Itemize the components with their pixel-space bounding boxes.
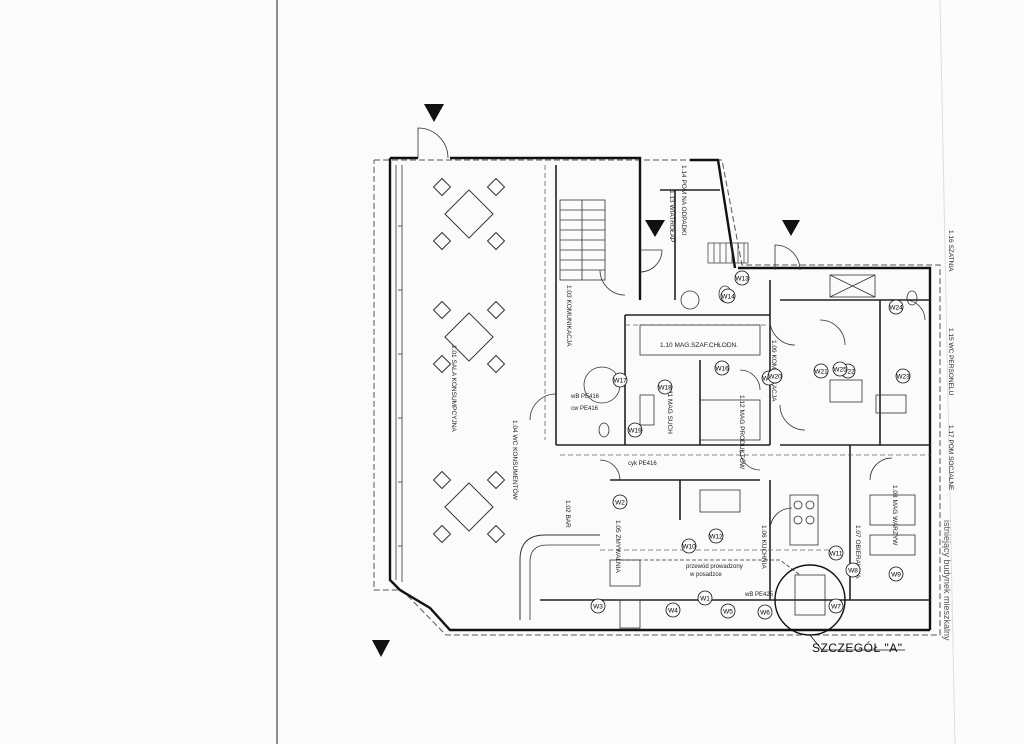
detail-a-column bbox=[794, 574, 826, 616]
staircase bbox=[559, 199, 606, 281]
room-label: 1.13 WIATROŁAP bbox=[668, 190, 675, 242]
wall-tag: W2 bbox=[612, 494, 628, 510]
bar-counter-inner bbox=[529, 544, 600, 620]
wall-tag: W25 bbox=[832, 361, 848, 377]
room-label: 1.14 POM NA ODPADKI bbox=[680, 165, 687, 236]
wall-tag: W23 bbox=[895, 368, 911, 384]
room-labels: 1.01 SALA KONSUMPCYJNA 1.02 BAR 1.03 KOM… bbox=[450, 165, 954, 579]
wall-tag-label: W19 bbox=[628, 428, 642, 435]
wall-tag: W4 bbox=[665, 602, 681, 618]
wall-tag: W11 bbox=[828, 545, 844, 561]
wall-tag-label: W25 bbox=[833, 367, 847, 374]
room-label: 1.03 KOMUNIKACJA bbox=[565, 285, 572, 347]
detail-leader bbox=[809, 634, 905, 651]
wall-tag: W18 bbox=[657, 379, 673, 395]
wall-tag: W7 bbox=[828, 598, 844, 614]
wall-tag-label: W24 bbox=[889, 305, 903, 312]
interior-walls bbox=[540, 165, 930, 601]
wall-tag: W1 bbox=[697, 590, 713, 606]
room-label: 1.08 MAG WARZYW bbox=[891, 485, 898, 546]
room-label: 1.17 POM SOCJALNE bbox=[947, 425, 954, 491]
wall-tag-label: W7 bbox=[831, 604, 841, 611]
table-set-1 bbox=[432, 177, 506, 251]
wall-tag-label: W8 bbox=[848, 568, 858, 575]
wall-tag: W21 bbox=[813, 363, 829, 379]
wall-tag: W12 bbox=[708, 528, 724, 544]
wall-tag-label: W18 bbox=[658, 385, 672, 392]
room-label: 1.01 SALA KONSUMPCYJNA bbox=[450, 345, 457, 432]
room-label: 1.12 MAG PRODUKTÓW bbox=[738, 395, 747, 470]
wb-note: wB PE425 bbox=[744, 592, 774, 598]
wall-tag-label: W13 bbox=[735, 276, 749, 283]
wall-tag-label: W2 bbox=[615, 500, 625, 507]
wall-tag: W13 bbox=[734, 270, 750, 286]
wall-tag-label: W4 bbox=[668, 608, 678, 615]
wall-tag-label: W17 bbox=[613, 378, 627, 385]
entrance-marker-top-right bbox=[782, 220, 800, 236]
wall-tag: W14 bbox=[720, 288, 736, 304]
room-label: 1.04 WC KONSUMENTÓW bbox=[511, 420, 520, 501]
floor-drain-line bbox=[620, 559, 801, 576]
table-set-2 bbox=[432, 300, 506, 374]
wall-tag: W24 bbox=[888, 299, 904, 315]
outer-dashed-boundary bbox=[373, 159, 941, 636]
wall-tag: W19 bbox=[627, 422, 643, 438]
wall-tag: W20 bbox=[767, 368, 783, 384]
side-note-existing-building: istniejący budynek mieszkalny bbox=[942, 520, 952, 641]
wall-tag-label: W22 bbox=[841, 369, 855, 376]
door-swings bbox=[417, 127, 926, 531]
entrance-marker-top-mid bbox=[645, 220, 665, 237]
exterior-walls bbox=[388, 156, 932, 632]
wall-tag: W6 bbox=[757, 604, 773, 620]
room-label: 1.10 MAG.SZAF.CHŁODN. bbox=[660, 342, 738, 349]
entry-steps bbox=[707, 242, 749, 264]
room-label: 1.11 MAG SUCH bbox=[666, 385, 673, 434]
wall-tag: W3 bbox=[590, 598, 606, 614]
wall-tag-label: W20 bbox=[768, 374, 782, 381]
wall-tag: W9 bbox=[888, 566, 904, 582]
wall-tags: W1W2W3W4W5W6W7W8W9W10W11W12W13W14W15W16W… bbox=[590, 270, 911, 620]
room-label: 1.05 ZMYWALNIA bbox=[614, 520, 621, 574]
wall-tag-label: W16 bbox=[715, 366, 729, 373]
bar-counter bbox=[519, 534, 600, 620]
room-label: 1.06 KUCHNIA bbox=[760, 525, 767, 569]
room-label: 1.07 OBIERALNIA bbox=[854, 525, 861, 579]
wall-tag-label: W5 bbox=[723, 609, 733, 616]
wc-fixtures bbox=[583, 285, 918, 438]
wb-note: cyk PE416 bbox=[628, 461, 657, 467]
wall-tag: W8 bbox=[845, 562, 861, 578]
wall-tag-label: W14 bbox=[721, 294, 735, 301]
notes: przewód prowadzony w posadzce wB PE416 c… bbox=[570, 394, 774, 598]
wall-tag-label: W12 bbox=[709, 534, 723, 541]
wall-tag: W16 bbox=[714, 360, 730, 376]
kitchen-equipment bbox=[609, 274, 916, 629]
wall-tag-label: W6 bbox=[760, 610, 770, 617]
wall-tag: W17 bbox=[612, 372, 628, 388]
wall-tag-label: W9 bbox=[891, 572, 901, 579]
entrance-marker-bottom-left bbox=[372, 640, 390, 657]
wall-tag-label: W1 bbox=[700, 596, 710, 603]
wall-tag: W10 bbox=[681, 538, 697, 554]
wall-tag-label: W3 bbox=[593, 604, 603, 611]
wall-tag: W5 bbox=[720, 603, 736, 619]
wb-note: cw PE416 bbox=[571, 406, 599, 412]
paper-edge-line bbox=[939, 0, 956, 744]
west-glazing bbox=[395, 165, 403, 582]
pipe-note: przewód prowadzony bbox=[686, 564, 743, 570]
dashed-inner-lines bbox=[544, 165, 930, 551]
room-label: 1.15 WC PERSONELU bbox=[947, 328, 954, 395]
pipe-note: w posadzce bbox=[689, 572, 722, 578]
table-set-3 bbox=[432, 470, 506, 544]
wall-tag-label: W11 bbox=[830, 551, 843, 558]
room-label: 1.02 BAR bbox=[564, 500, 571, 528]
entrance-marker-top-left bbox=[424, 104, 444, 122]
wall-tag-label: W10 bbox=[682, 544, 696, 551]
wall-tag-label: W23 bbox=[896, 374, 910, 381]
wb-note: wB PE416 bbox=[570, 394, 600, 400]
wall-tag-label: W21 bbox=[814, 369, 828, 376]
detail-a-label: SZCZEGÓŁ "A" bbox=[812, 641, 903, 655]
room-label: 1.16 SZATNIA bbox=[947, 230, 954, 272]
